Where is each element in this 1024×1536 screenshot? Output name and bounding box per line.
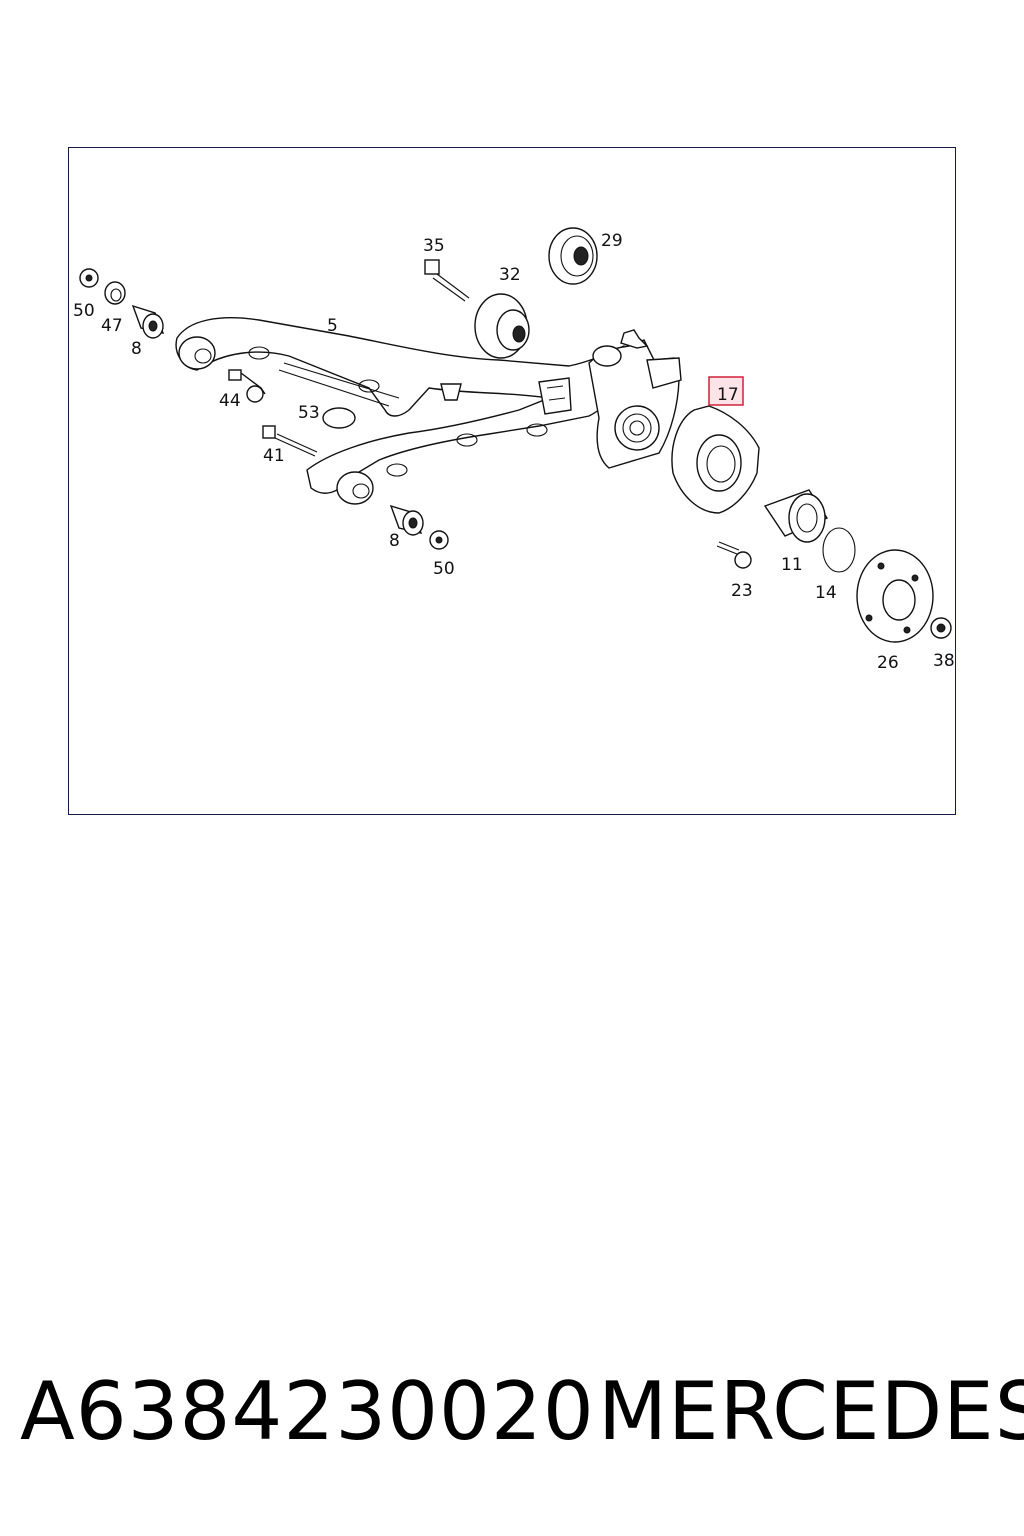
top-parts <box>424 227 598 359</box>
rear-axle-drawing <box>175 317 682 505</box>
brand-name: MERCEDES <box>598 1365 1024 1458</box>
caption-bar: A6384230020 MERCEDES <box>0 1372 1024 1482</box>
callout-50-right: 50 <box>433 559 455 579</box>
callout-44: 44 <box>219 391 241 411</box>
callout-14: 14 <box>815 583 837 603</box>
callout-53: 53 <box>298 403 320 423</box>
axle-beam-part <box>175 317 635 494</box>
part-number: A6384230020 <box>20 1365 595 1458</box>
exploded-parts-diagram: 50 47 8 5 44 53 41 35 32 29 17 8 50 23 1… <box>73 227 954 673</box>
callout-38: 38 <box>933 651 954 671</box>
callout-50-left: 50 <box>73 301 95 321</box>
hub-assembly <box>671 405 952 643</box>
callout-47: 47 <box>101 316 123 336</box>
callout-11: 11 <box>781 555 803 575</box>
callout-26: 26 <box>877 653 899 673</box>
parts-diagram-frame: 50 47 8 5 44 53 41 35 32 29 17 8 50 23 1… <box>68 147 956 815</box>
callout-35: 35 <box>423 236 445 256</box>
callout-32: 32 <box>499 265 521 285</box>
callout-41: 41 <box>263 446 285 466</box>
callout-23: 23 <box>731 581 753 601</box>
left-fasteners <box>79 268 449 550</box>
rubber-mount-29 <box>548 227 598 285</box>
callout-8-top: 8 <box>131 339 142 359</box>
callout-labels: 50 47 8 5 44 53 41 35 32 29 17 8 50 23 1… <box>73 231 954 673</box>
rear-bushing-eye <box>336 471 374 505</box>
callout-8-bottom: 8 <box>389 531 400 551</box>
callout-29: 29 <box>601 231 623 251</box>
callout-17: 17 <box>717 385 739 405</box>
cap-53 <box>322 407 356 429</box>
front-bushing-eye <box>178 336 216 370</box>
callout-17-highlight-box <box>708 376 744 406</box>
circlip-14 <box>822 527 856 573</box>
callout-5: 5 <box>327 316 338 336</box>
